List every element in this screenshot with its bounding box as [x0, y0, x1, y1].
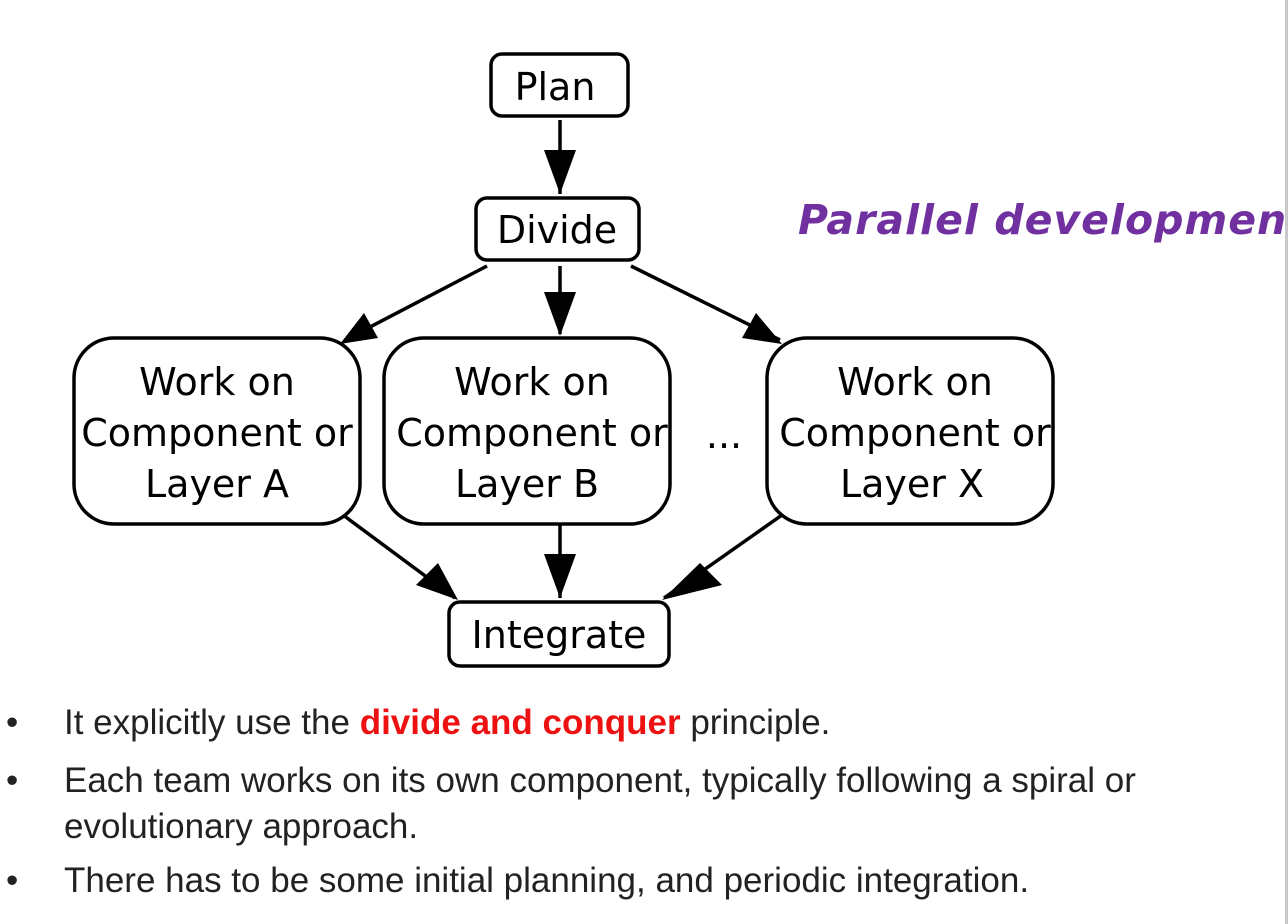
arrowhead-b: [544, 292, 576, 336]
arrowhead-integrate-a: [416, 563, 458, 600]
arrowheads: [340, 150, 782, 600]
bullet-text-3: There has to be some initial planning, a…: [64, 861, 1030, 900]
bullet-text-2: Each team works on its own component, ty…: [64, 761, 1136, 846]
node-plan: Plan: [489, 52, 630, 118]
node-work-a: Work on Component or Layer A: [72, 336, 362, 526]
bullet-1-before: It explicitly use the: [64, 703, 360, 742]
node-work-x-line2: Component or: [779, 411, 1051, 455]
node-work-b-line2: Component or: [396, 411, 668, 455]
bullet-text-1: It explicitly use the divide and conquer…: [64, 700, 1224, 746]
bullet-1-after: principle.: [680, 703, 831, 742]
node-divide-label: Divide: [497, 208, 617, 252]
arrowhead-divide: [544, 150, 576, 194]
arrowhead-x: [742, 313, 782, 344]
diagram-title: Parallel development: [798, 196, 1288, 244]
arrowhead-integrate-b: [544, 554, 576, 598]
parallel-development-diagram: Plan Divide Work on Component or Layer A…: [72, 52, 1055, 668]
node-work-a-line2: Component or: [81, 411, 353, 455]
node-work-b: Work on Component or Layer B: [382, 336, 672, 526]
arrowhead-a: [340, 313, 378, 344]
node-work-a-line3: Layer A: [145, 462, 289, 506]
bullet-marker: •: [6, 861, 19, 900]
right-edge-divider: [1285, 0, 1288, 924]
ellipsis-more-components: ...: [706, 413, 742, 457]
node-divide: Divide: [474, 196, 641, 262]
node-integrate-label: Integrate: [472, 613, 647, 657]
arrowhead-integrate-x: [662, 563, 722, 600]
node-work-x: Work on Component or Layer X: [765, 336, 1055, 526]
node-work-a-line1: Work on: [139, 360, 295, 404]
node-work-b-line3: Layer B: [455, 462, 599, 506]
node-work-x-line1: Work on: [837, 360, 993, 404]
bullet-marker: •: [6, 761, 19, 800]
node-plan-label: Plan: [515, 65, 596, 109]
node-integrate: Integrate: [447, 600, 671, 668]
bullet-marker: •: [6, 703, 19, 742]
node-work-b-line1: Work on: [454, 360, 610, 404]
node-work-x-line3: Layer X: [840, 462, 984, 506]
bullet-1-highlight: divide and conquer: [359, 703, 681, 742]
